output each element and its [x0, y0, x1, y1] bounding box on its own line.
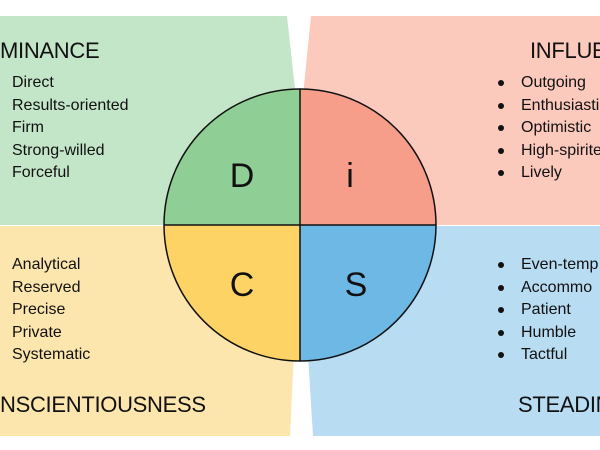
dominance-letter: D [230, 157, 255, 195]
trait-item: Strong-willed [12, 141, 105, 159]
conscientiousness-title: NSCIENTIOUSNESS [0, 392, 206, 417]
steadiness-traits: Even-temp Accommo Patient Humble Tactful [496, 254, 598, 367]
trait-item: High-spirite [496, 140, 600, 163]
trait-item: Private [12, 323, 62, 341]
dominance-sector [164, 89, 300, 225]
steadiness-sector [300, 225, 436, 361]
trait-item: Reserved [12, 278, 81, 296]
trait-item: Enthusiasti [496, 95, 600, 118]
trait-item: Outgoing [496, 72, 600, 95]
conscientiousness-letter: C [230, 266, 255, 304]
conscientiousness-traits: Analytical Reserved Precise Private Syst… [12, 254, 90, 367]
trait-item: Systematic [12, 346, 91, 364]
trait-item: Tactful [496, 344, 598, 367]
trait-item: Firm [12, 119, 44, 137]
trait-item: Optimistic [496, 117, 600, 140]
trait-item: Precise [12, 301, 66, 319]
influence-traits: Outgoing Enthusiasti Optimistic High-spi… [496, 72, 600, 185]
influence-letter: i [346, 157, 354, 195]
influence-title: INFLUE [530, 38, 600, 63]
trait-item: Even-temp [496, 254, 598, 277]
trait-item: Lively [496, 162, 600, 185]
trait-item: Humble [496, 322, 598, 345]
trait-item: Analytical [12, 256, 81, 273]
conscientiousness-sector [164, 225, 300, 361]
steadiness-title: STEADIN [518, 392, 600, 417]
dominance-traits: Direct Results-oriented Firm Strong-will… [12, 72, 129, 185]
trait-item: Forceful [12, 164, 70, 182]
trait-item: Results-oriented [12, 96, 129, 114]
steadiness-letter: S [345, 266, 368, 304]
trait-item: Direct [12, 74, 54, 91]
trait-item: Patient [496, 299, 598, 322]
influence-sector [300, 89, 436, 225]
dominance-title: MINANCE [0, 38, 100, 63]
trait-item: Accommo [496, 277, 598, 300]
